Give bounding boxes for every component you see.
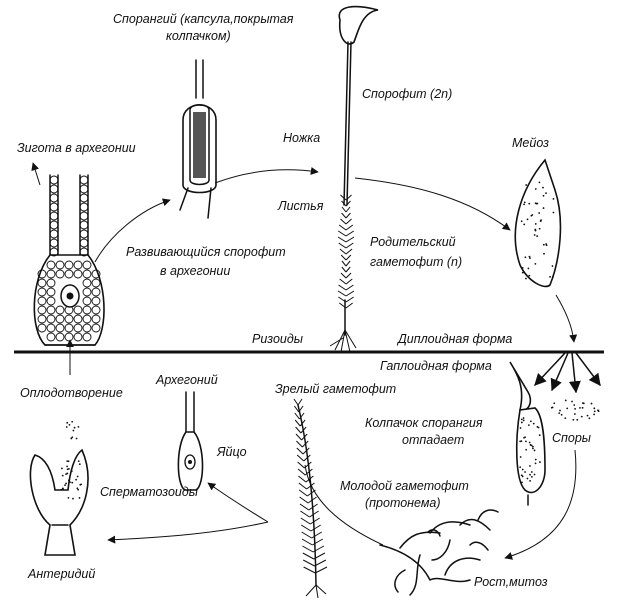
cycle-arrows bbox=[66, 167, 578, 560]
label-young-gametophyte-2: (протонема) bbox=[365, 496, 441, 510]
archegonium-egg-drawing bbox=[177, 391, 204, 491]
protonema-drawing bbox=[379, 509, 499, 596]
label-parent-gametophyte-1: Родительский bbox=[370, 235, 456, 249]
zygote-small-arrow bbox=[31, 162, 41, 186]
label-calyptra-1: Колпачок спорангия bbox=[365, 416, 483, 430]
developing-sporophyte-drawing bbox=[179, 59, 217, 219]
label-leaves: Листья bbox=[277, 199, 324, 213]
spore-release-arrows bbox=[534, 352, 601, 394]
capsule-calyptra-drawing bbox=[509, 361, 546, 506]
label-zygote: Зигота в архегонии bbox=[17, 141, 136, 155]
antheridium-drawing bbox=[29, 420, 89, 556]
label-antheridium: Антеридий bbox=[27, 567, 95, 581]
spores-drawing bbox=[550, 399, 600, 421]
label-rhizoids: Ризоиды bbox=[252, 332, 303, 346]
label-parent-gametophyte-2: гаметофит (n) bbox=[370, 255, 462, 269]
label-diploid: Диплоидная форма bbox=[396, 332, 512, 346]
meiosis-capsule-drawing bbox=[514, 158, 562, 288]
label-mature-gametophyte: Зрелый гаметофит bbox=[275, 382, 396, 396]
label-meiosis: Мейоз bbox=[512, 136, 549, 150]
label-sperm: Сперматозоиды bbox=[100, 485, 198, 499]
label-fertilization: Оплодотворение bbox=[20, 386, 123, 400]
zygote-archegonium-drawing bbox=[33, 174, 105, 346]
label-haploid: Гаплоидная форма bbox=[380, 359, 492, 373]
sporophyte-drawing bbox=[329, 5, 379, 353]
label-seta: Ножка bbox=[283, 131, 320, 145]
label-developing-1: Развивающийся спорофит bbox=[126, 245, 286, 259]
label-young-gametophyte-1: Молодой гаметофит bbox=[340, 479, 469, 493]
label-sporophyte: Спорофит (2n) bbox=[362, 87, 452, 101]
label-egg: Яйцо bbox=[216, 445, 247, 459]
label-archegonium: Архегоний bbox=[155, 373, 218, 387]
mature-gametophyte-drawing bbox=[293, 398, 328, 599]
label-calyptra-2: отпадает bbox=[402, 433, 464, 447]
label-developing-2: в архегонии bbox=[160, 264, 230, 278]
label-growth-mitosis: Рост,митоз bbox=[474, 575, 548, 589]
label-sporangium-2: колпачком) bbox=[166, 29, 231, 43]
label-spores: Споры bbox=[552, 431, 591, 445]
label-sporangium: Спорангий (капсула,покрытая bbox=[113, 12, 294, 26]
